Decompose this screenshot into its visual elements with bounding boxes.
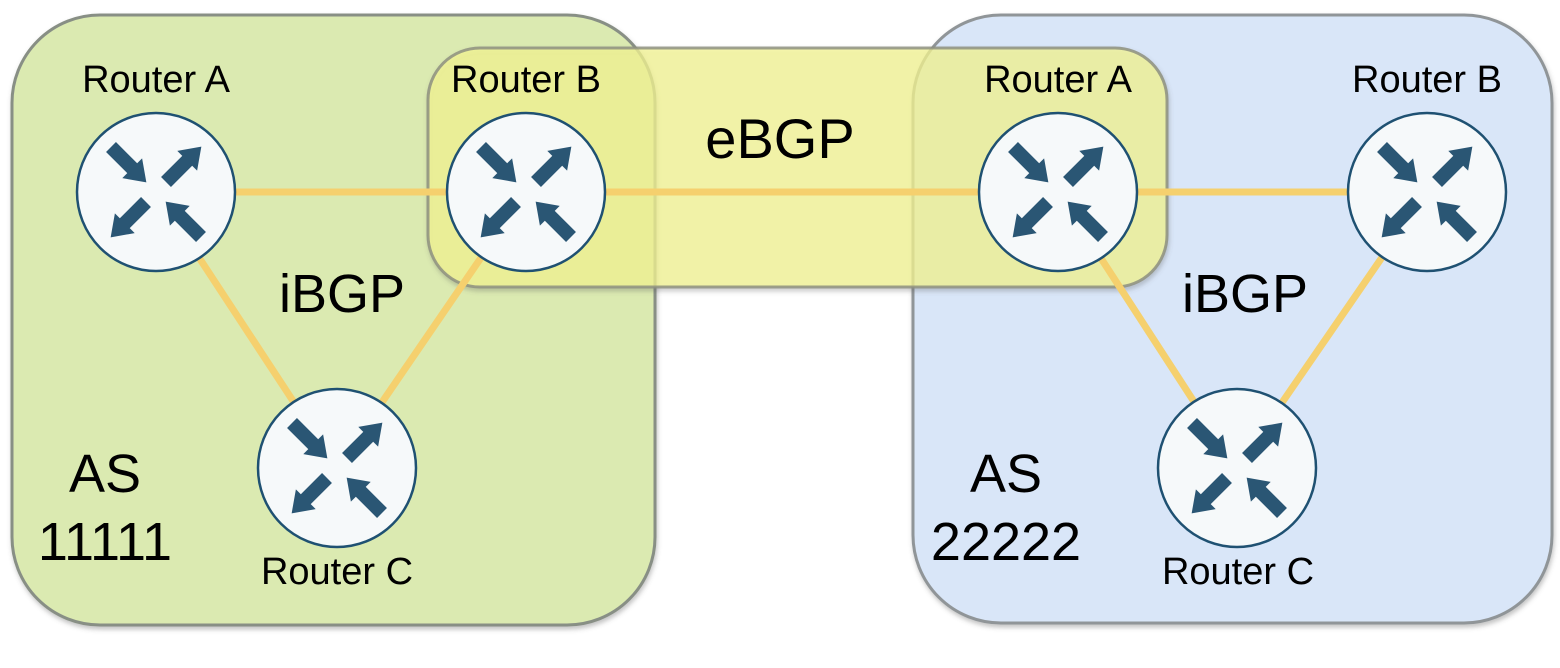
router-node-as2-c bbox=[1156, 387, 1318, 549]
as1-router-b-label: Router B bbox=[451, 59, 601, 101]
router-node-as2-a bbox=[977, 111, 1139, 273]
router-node-as1-c bbox=[256, 387, 418, 549]
ebgp-label: eBGP bbox=[705, 107, 854, 170]
router-node-as2-b bbox=[1346, 111, 1508, 273]
as2-router-a-label: Router A bbox=[984, 59, 1133, 101]
as1-name-line2: 11111 bbox=[38, 512, 172, 572]
as2-name-line1: AS bbox=[970, 444, 1042, 504]
router-node-as1-b bbox=[445, 111, 607, 273]
as2-router-c-label: Router C bbox=[1162, 551, 1314, 593]
as2-name-line2: 22222 bbox=[931, 512, 1081, 572]
as1-name-line1: AS bbox=[69, 444, 141, 504]
as1-router-c-label: Router C bbox=[261, 551, 413, 593]
router-node-as1-a bbox=[75, 111, 237, 273]
ebgp-session-boundary bbox=[426, 46, 1169, 289]
as1-router-a-label: Router A bbox=[82, 59, 231, 101]
as1-ibgp-label: iBGP bbox=[279, 264, 405, 324]
as2-router-b-label: Router B bbox=[1352, 59, 1502, 101]
as2-ibgp-label: iBGP bbox=[1182, 264, 1308, 324]
